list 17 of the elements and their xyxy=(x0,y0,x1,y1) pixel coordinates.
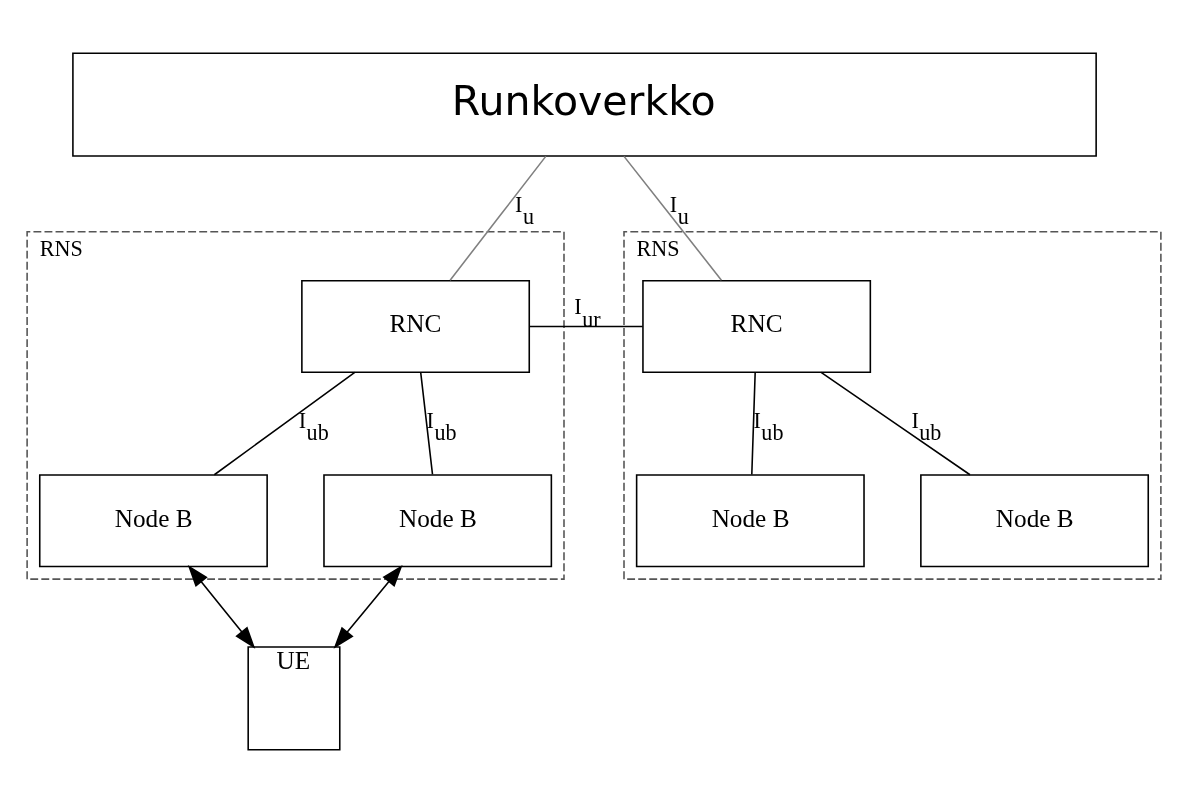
connector xyxy=(623,155,723,281)
connector xyxy=(528,325,644,328)
arrow xyxy=(333,564,403,649)
node-box: UE xyxy=(247,646,341,751)
node-box: Runkoverkko xyxy=(72,52,1097,157)
connector xyxy=(419,371,434,476)
connector xyxy=(449,155,547,281)
node-box: Node B xyxy=(323,474,553,568)
arrow xyxy=(187,564,256,649)
connector xyxy=(213,371,356,476)
node-box: Node B xyxy=(38,474,268,568)
connector xyxy=(751,371,756,476)
node-box: RNC xyxy=(301,279,531,374)
node-box: RNC xyxy=(642,279,872,374)
node-box: Node B xyxy=(920,474,1150,568)
connector xyxy=(820,371,971,476)
node-box: Node B xyxy=(635,474,865,568)
